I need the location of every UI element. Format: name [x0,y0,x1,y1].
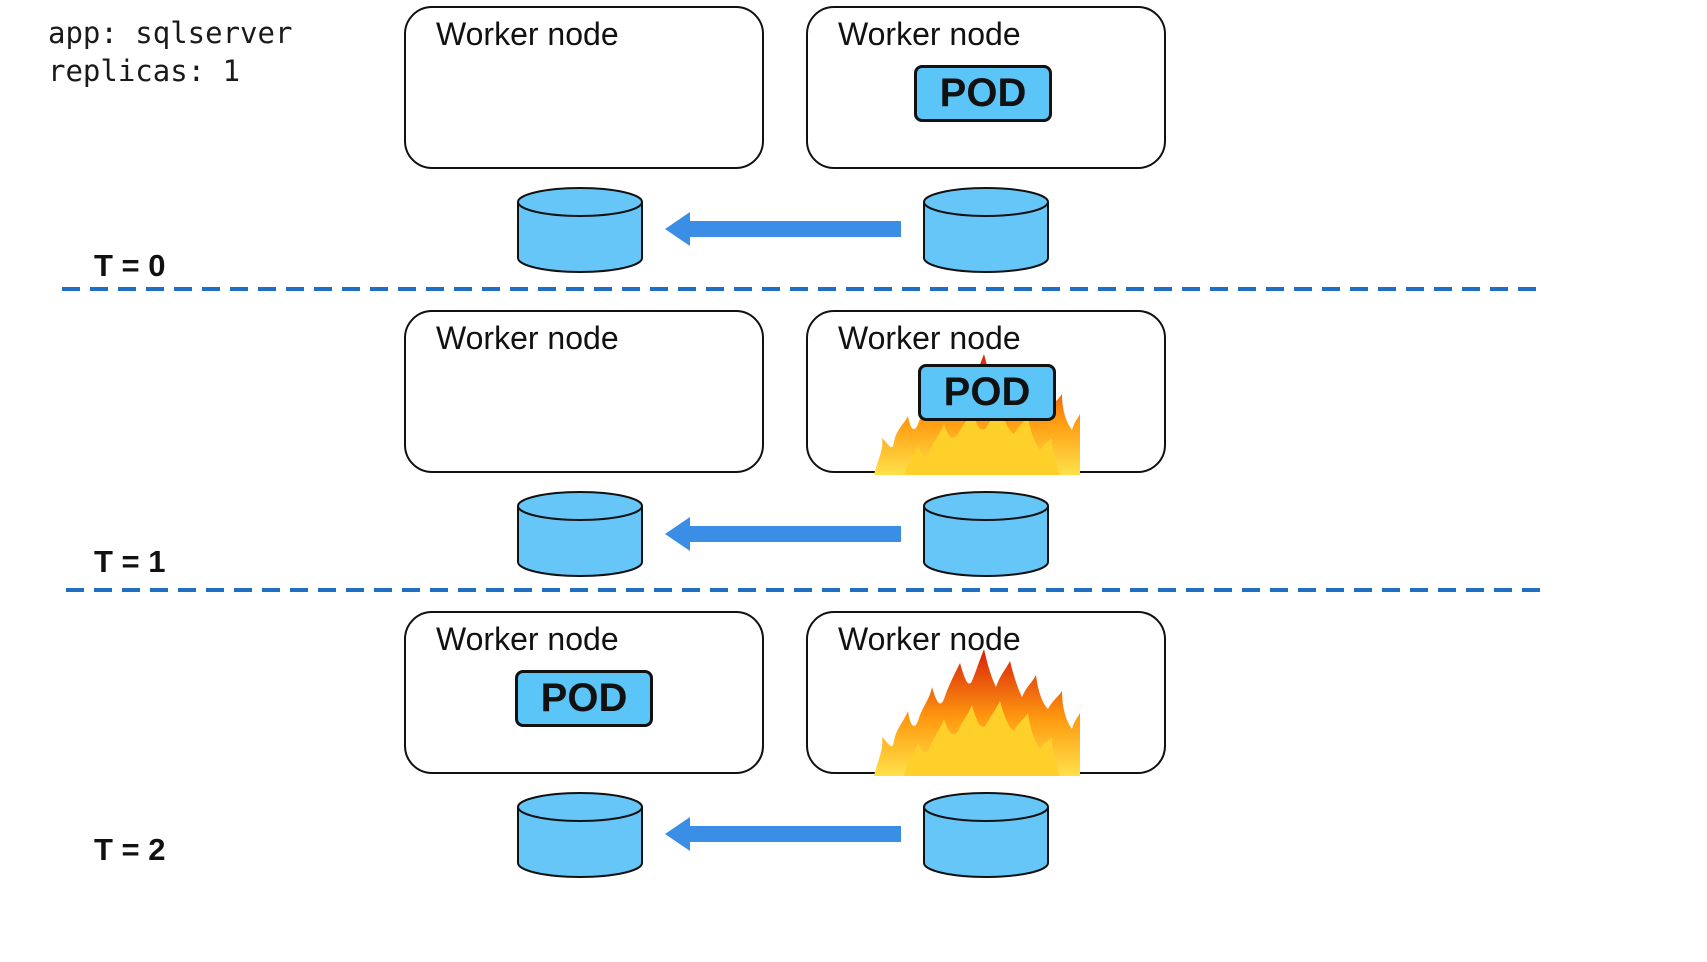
worker-node-label: Worker node [838,320,1021,356]
worker-node-left-t0: Worker node [404,6,764,169]
pod-t0: POD [914,65,1052,122]
worker-node-right-t0: Worker node POD [806,6,1166,169]
config-replicas-line: replicas: 1 [48,54,241,88]
arrow-left-icon [665,817,901,851]
deployment-config: app: sqlserver replicas: 1 [48,14,292,90]
pod-t2: POD [515,670,653,727]
storage-disk-icon [517,491,643,577]
storage-row-t1 [517,491,1049,577]
worker-node-label: Worker node [436,621,619,657]
worker-node-label: Worker node [436,16,619,52]
storage-disk-icon [923,491,1049,577]
pod-t1: POD [918,364,1056,421]
storage-row-t2 [517,792,1049,878]
arrow-left-icon [665,517,901,551]
worker-node-right-t1: Worker node POD [806,310,1166,475]
storage-disk-icon [517,792,643,878]
worker-node-label: Worker node [838,16,1021,52]
worker-node-left-t1: Worker node [404,310,764,473]
worker-node-right-t2: Worker node [806,611,1166,776]
arrow-left-icon [665,212,901,246]
time-label-t0: T = 0 [94,248,166,283]
fire-icon [874,649,1080,776]
worker-node-label: Worker node [436,320,619,356]
worker-node-label: Worker node [838,621,1021,657]
time-label-t2: T = 2 [94,832,166,867]
config-app-line: app: sqlserver [48,16,293,50]
storage-disk-icon [517,187,643,273]
worker-node-left-t2: Worker node POD [404,611,764,774]
time-label-t1: T = 1 [94,544,166,579]
storage-disk-icon [923,187,1049,273]
storage-disk-icon [923,792,1049,878]
storage-row-t0 [517,187,1049,273]
